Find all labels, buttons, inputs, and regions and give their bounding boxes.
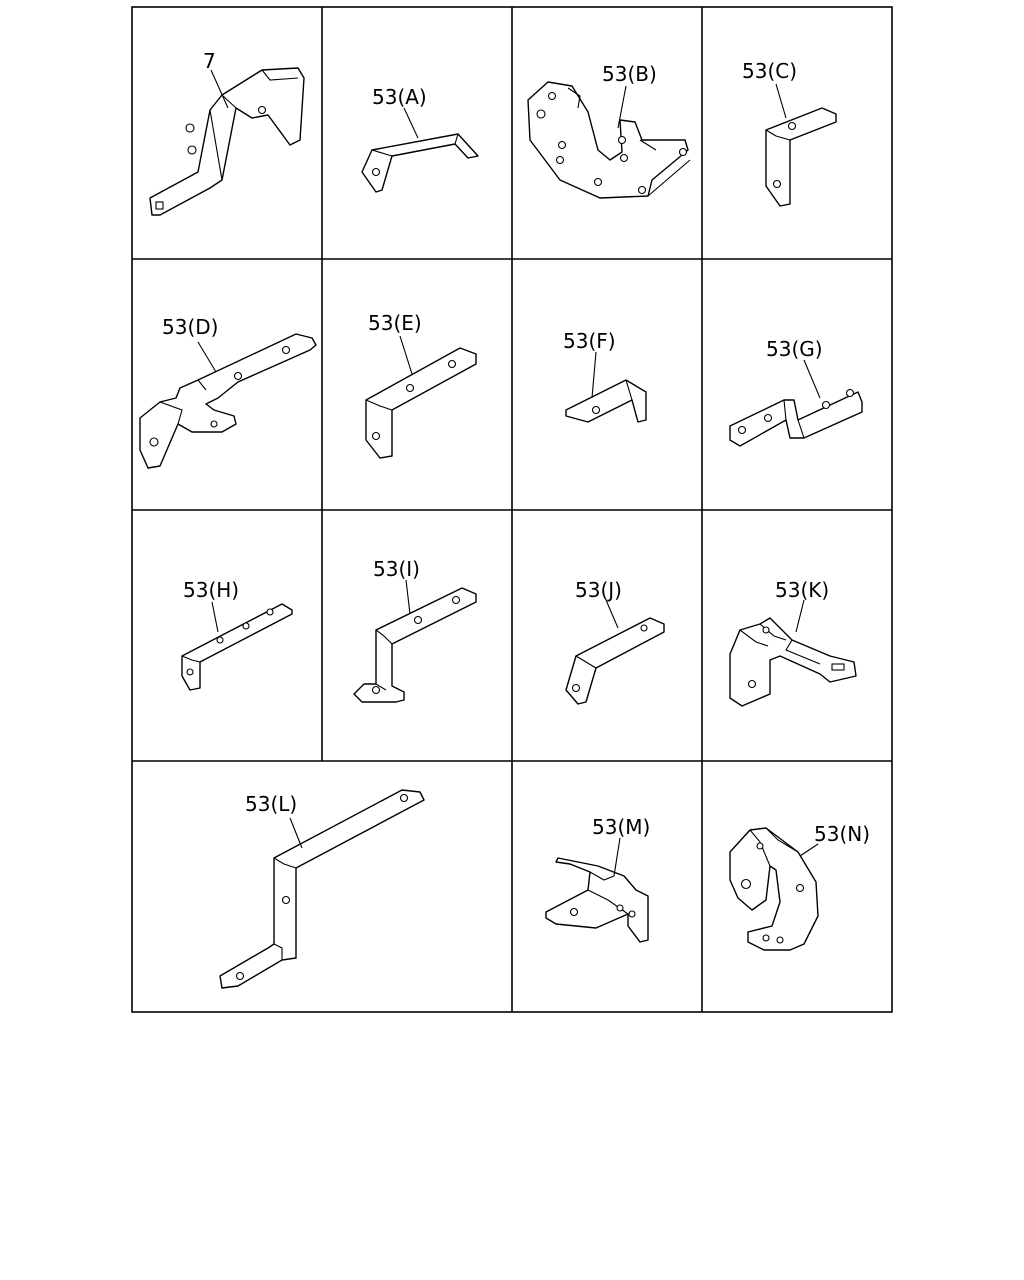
part-53f-bracket: 53(F) [563,329,647,423]
callout-53l: 53(L) [245,792,297,816]
callout-53a: 53(A) [372,85,427,109]
callout-53b: 53(B) [602,62,657,86]
part-53c-bracket: 53(C) [742,59,837,207]
callout-53g: 53(G) [766,337,823,361]
part-53b-bracket: 53(B) [527,62,691,199]
callout-53c: 53(C) [742,59,797,83]
part-53a-bracket: 53(A) [361,85,479,193]
part-53h-bracket: 53(H) [181,578,293,691]
callout-53n: 53(N) [814,822,870,846]
part-53e-bracket: 53(E) [365,311,477,459]
callout-53k: 53(K) [775,578,829,602]
part-53n-bracket: 53(N) [729,822,870,951]
callout-53j: 53(J) [575,578,622,602]
part-53j-bracket: 53(J) [565,578,665,705]
part-53d-bracket: 53(D) [139,315,317,469]
callout-7: 7 [203,49,216,73]
callout-53e: 53(E) [368,311,422,335]
callout-53i: 53(I) [373,557,420,581]
callout-53d: 53(D) [162,315,218,339]
part-53l-bracket: 53(L) [219,789,425,989]
callout-53f: 53(F) [563,329,616,353]
part-53i-bracket: 53(I) [353,557,477,703]
part-53k-bracket: 53(K) [729,578,857,707]
grid-frame [131,6,893,1013]
callout-53m: 53(M) [592,815,650,839]
part-53m-bracket: 53(M) [545,815,650,943]
part-53g-bracket: 53(G) [729,337,863,447]
part-7-bracket: 7 [149,49,305,216]
callout-53h: 53(H) [183,578,239,602]
